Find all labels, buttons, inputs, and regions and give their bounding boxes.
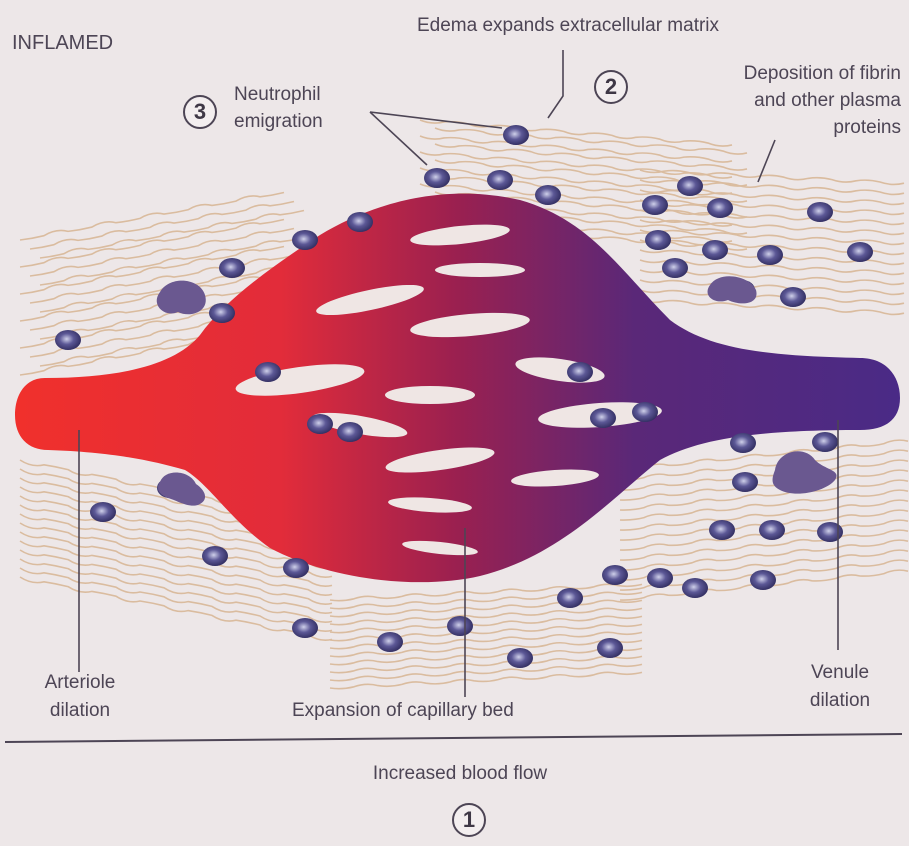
- matrix-fiber: [330, 624, 642, 640]
- leukocyte-cell: [709, 520, 735, 540]
- leukocyte-cell: [447, 616, 473, 636]
- leukocyte-cell: [292, 618, 318, 638]
- matrix-fiber: [330, 584, 642, 600]
- leukocyte-cell: [347, 212, 373, 232]
- leukocyte-cell: [702, 240, 728, 260]
- leukocyte-cell: [55, 330, 81, 350]
- neutrophil-pointer-b: [370, 112, 502, 128]
- leukocyte-cell: [632, 402, 658, 422]
- matrix-fiber: [20, 568, 332, 631]
- neutrophil-step-number: 3: [183, 95, 217, 129]
- matrix-fiber: [330, 608, 642, 624]
- leukocyte-cell: [757, 245, 783, 265]
- leukocyte-cell: [219, 258, 245, 278]
- matrix-fiber: [20, 577, 332, 640]
- blood-flow-step-number: 1: [452, 803, 486, 837]
- leukocyte-cell: [682, 578, 708, 598]
- leukocyte-cell: [487, 170, 513, 190]
- matrix-fiber: [330, 616, 642, 632]
- fibrin-label-line2: and other plasma: [754, 90, 901, 112]
- blood-flow-label: Increased blood flow: [300, 763, 620, 785]
- leukocyte-cell: [307, 414, 333, 434]
- leukocyte-cell: [647, 568, 673, 588]
- matrix-fiber: [640, 280, 904, 294]
- leukocyte-cell: [503, 125, 529, 145]
- leukocyte-cell: [424, 168, 450, 188]
- matrix-fiber: [330, 672, 642, 688]
- divider-line: [5, 734, 902, 742]
- edema-pointer: [548, 50, 563, 118]
- matrix-fiber: [330, 640, 642, 656]
- venule-label-line1: Venule: [780, 662, 900, 684]
- leukocyte-cell: [507, 648, 533, 668]
- leukocyte-cell: [780, 287, 806, 307]
- matrix-fiber: [420, 136, 732, 162]
- matrix-fiber: [640, 300, 904, 314]
- venule-label-line2: dilation: [780, 690, 900, 712]
- edema-label: Edema expands extracellular matrix: [417, 15, 719, 37]
- matrix-fiber: [420, 152, 732, 178]
- leukocyte-cell: [807, 202, 833, 222]
- capillary-gap: [385, 386, 475, 404]
- leukocyte-cell: [209, 303, 235, 323]
- leukocyte-cell: [597, 638, 623, 658]
- leukocyte-cell: [283, 558, 309, 578]
- matrix-fiber: [330, 648, 642, 664]
- leukocyte-cell: [759, 520, 785, 540]
- macrophage-cell: [773, 451, 837, 493]
- matrix-fiber: [20, 550, 332, 613]
- leukocyte-cell: [645, 230, 671, 250]
- arteriole-label-line2: dilation: [20, 700, 140, 722]
- leukocyte-cell: [662, 258, 688, 278]
- leukocyte-cell: [90, 502, 116, 522]
- leukocyte-cell: [337, 422, 363, 442]
- leukocyte-cell: [377, 632, 403, 652]
- neutrophil-label-line2: emigration: [234, 111, 323, 133]
- leukocyte-cell: [602, 565, 628, 585]
- matrix-fiber: [30, 201, 294, 249]
- leukocyte-cell: [642, 195, 668, 215]
- matrix-fiber: [330, 632, 642, 648]
- matrix-fiber: [640, 290, 904, 304]
- neutrophil-pointer-a: [370, 112, 427, 165]
- neutrophil-label-line1: Neutrophil: [234, 84, 321, 106]
- leukocyte-cell: [732, 472, 758, 492]
- capillary-label: Expansion of capillary bed: [292, 700, 514, 722]
- matrix-fiber: [330, 664, 642, 680]
- matrix-fiber: [330, 592, 642, 608]
- fibrin-step-number: 2: [594, 70, 628, 104]
- leukocyte-cell: [535, 185, 561, 205]
- leukocyte-cell: [677, 176, 703, 196]
- leukocyte-cell: [707, 198, 733, 218]
- leukocyte-cell: [817, 522, 843, 542]
- matrix-fiber: [330, 600, 642, 616]
- leukocyte-cell: [202, 546, 228, 566]
- capillary-gap: [435, 263, 525, 277]
- leukocyte-cell: [255, 362, 281, 382]
- leukocyte-cell: [590, 408, 616, 428]
- macrophage-cell: [708, 276, 757, 303]
- arteriole-label-line1: Arteriole: [20, 672, 140, 694]
- leukocyte-cell: [292, 230, 318, 250]
- leukocyte-cell: [557, 588, 583, 608]
- inflamed-title: INFLAMED: [12, 32, 113, 54]
- matrix-fiber: [330, 656, 642, 672]
- leukocyte-cell: [750, 570, 776, 590]
- leukocyte-cell: [730, 433, 756, 453]
- fibrin-label-line3: proteins: [833, 117, 901, 139]
- leukocyte-cell: [847, 242, 873, 262]
- fibrin-label-line1: Deposition of fibrin: [744, 63, 901, 85]
- leukocyte-cell: [567, 362, 593, 382]
- matrix-fiber: [20, 192, 284, 240]
- leukocyte-cell: [812, 432, 838, 452]
